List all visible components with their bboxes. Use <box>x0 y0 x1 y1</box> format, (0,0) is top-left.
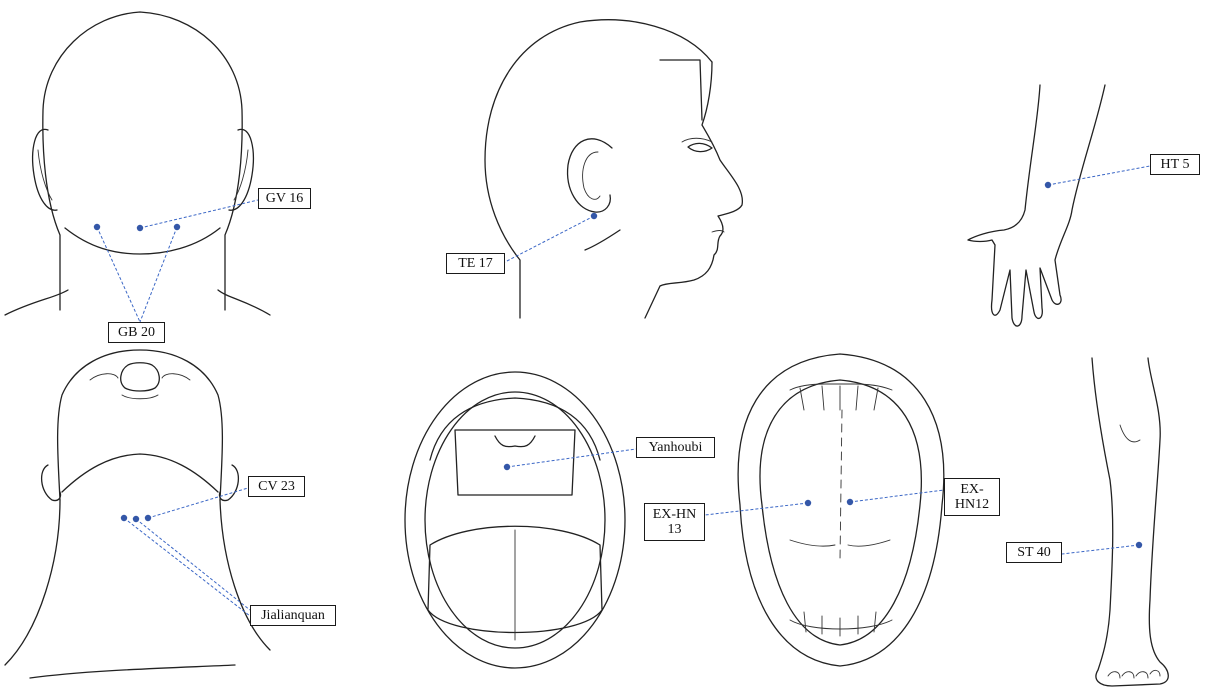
label-gb20: GB 20 <box>108 322 165 343</box>
label-exhn12-line2: HN12 <box>951 497 993 512</box>
head-side-illustration <box>485 20 742 318</box>
leader-cv23 <box>148 488 248 518</box>
leader-exhn13 <box>705 503 808 515</box>
leader-te17 <box>505 216 594 262</box>
leader-gb20-left <box>97 227 140 322</box>
point-gv16 <box>137 225 143 231</box>
open-mouth-palate-illustration <box>738 354 944 666</box>
head-tilted-illustration <box>5 350 270 678</box>
head-back-illustration <box>5 12 270 315</box>
point-exhn13 <box>805 500 811 506</box>
point-yanhoubi <box>504 464 510 470</box>
point-gb20-left <box>94 224 100 230</box>
point-te17 <box>591 213 597 219</box>
label-exhn12-line1: EX- <box>951 482 993 497</box>
leader-gb20-right <box>140 227 177 322</box>
label-gv16: GV 16 <box>258 188 311 209</box>
point-ht5 <box>1045 182 1051 188</box>
leader-st40 <box>1062 545 1139 554</box>
label-st40: ST 40 <box>1006 542 1062 563</box>
label-cv23: CV 23 <box>248 476 305 497</box>
arm-hand-illustration <box>968 85 1105 326</box>
label-ht5: HT 5 <box>1150 154 1200 175</box>
open-mouth-throat-illustration <box>405 372 625 668</box>
leg-foot-illustration <box>1092 358 1168 686</box>
point-jialianquan-right <box>145 515 151 521</box>
point-exhn12 <box>847 499 853 505</box>
label-exhn12: EX- HN12 <box>944 478 1000 516</box>
point-gb20-right <box>174 224 180 230</box>
point-cv23 <box>133 516 139 522</box>
leader-ht5 <box>1048 166 1150 185</box>
point-jialianquan-left <box>121 515 127 521</box>
label-exhn13-line1: EX-HN <box>651 507 698 522</box>
leader-exhn12 <box>850 490 944 502</box>
leader-jialianquan-a <box>124 518 250 616</box>
label-jialianquan: Jialianquan <box>250 605 336 626</box>
leader-jialianquan-b <box>136 519 250 610</box>
label-te17: TE 17 <box>446 253 505 274</box>
label-exhn13: EX-HN 13 <box>644 503 705 541</box>
label-yanhoubi: Yanhoubi <box>636 437 715 458</box>
label-exhn13-line2: 13 <box>651 522 698 537</box>
point-st40 <box>1136 542 1142 548</box>
leader-gv16 <box>140 200 258 228</box>
